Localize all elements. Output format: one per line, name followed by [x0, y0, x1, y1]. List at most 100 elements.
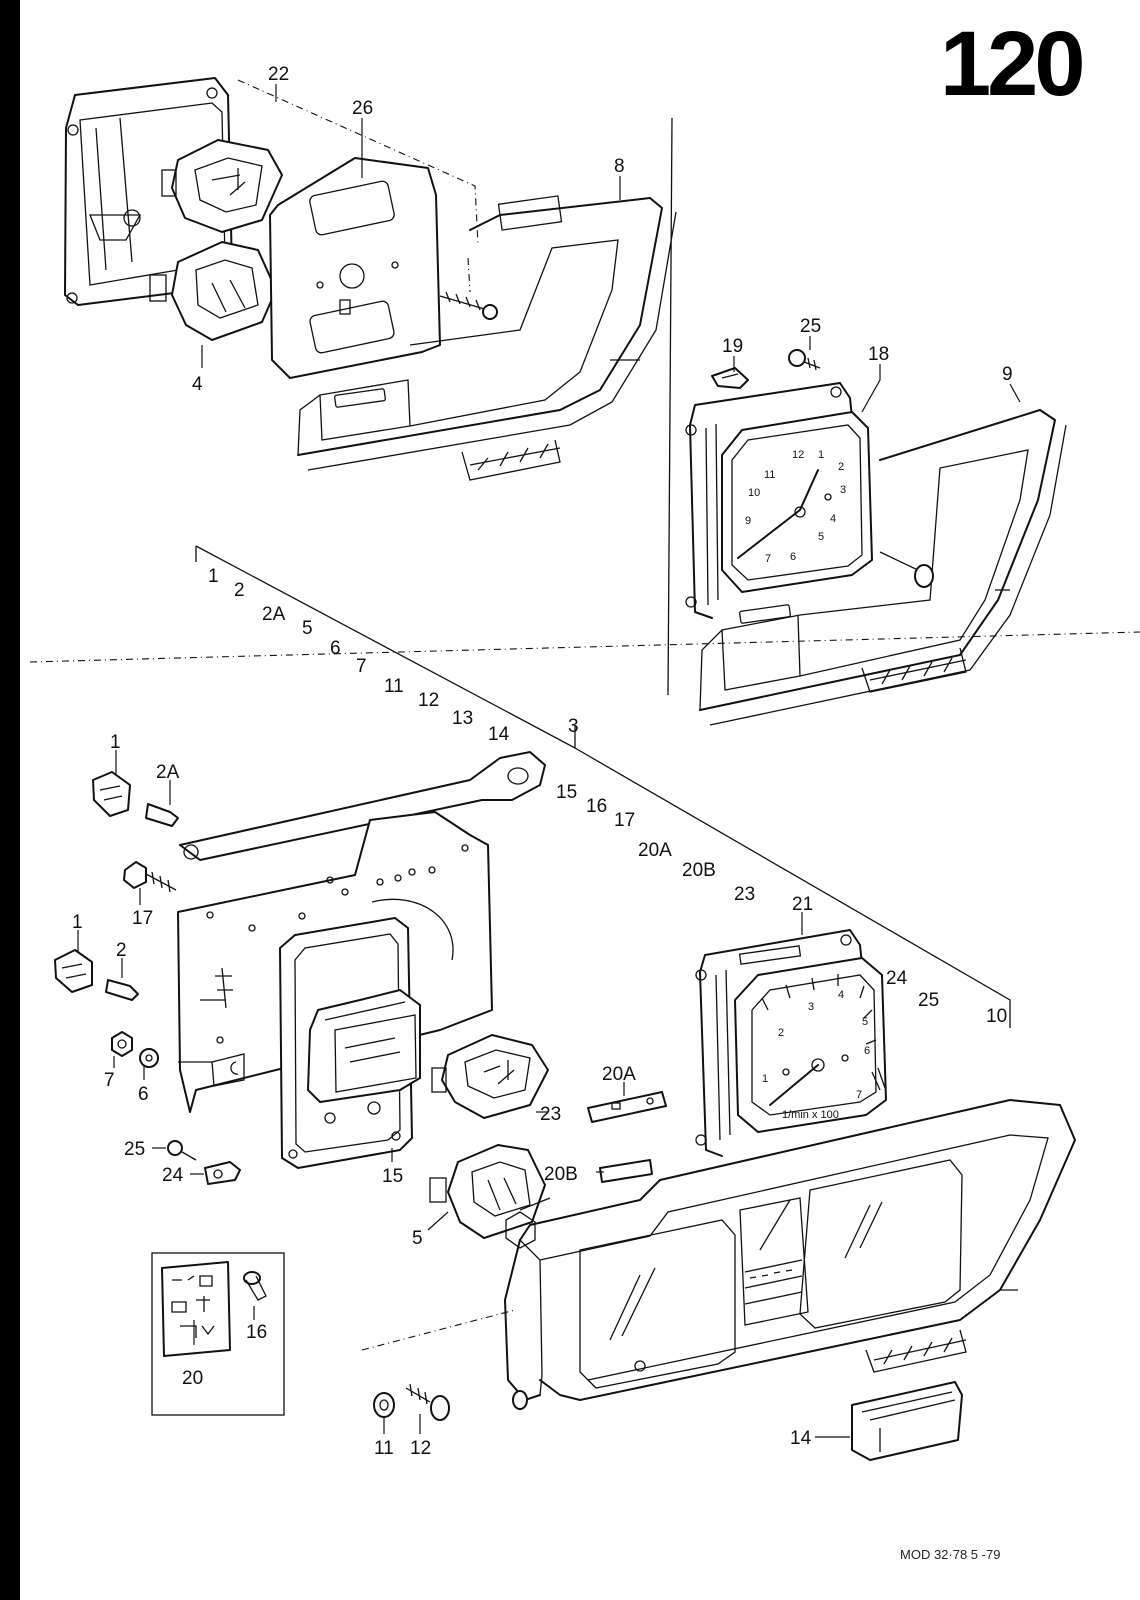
svg-text:20A: 20A [638, 840, 672, 861]
callout-15: 15 [382, 1166, 403, 1187]
svg-text:1: 1 [208, 566, 219, 587]
screw-25-lower [167, 1140, 197, 1161]
callout-20A: 20A [602, 1064, 636, 1085]
screw-25-top [788, 349, 821, 371]
cluster-housing-10 [504, 1099, 1076, 1410]
gauge-5 [429, 1144, 546, 1239]
callout-21: 21 [792, 894, 813, 915]
cluster-housing-9 [699, 409, 1067, 726]
svg-text:1: 1 [818, 449, 824, 461]
callout-8: 8 [614, 156, 625, 177]
bulb-2 [105, 979, 139, 1001]
top-right-assembly: 12 1 2 3 4 5 6 7 9 10 11 [685, 349, 1067, 726]
label-20A [587, 1091, 667, 1123]
callout-1a: 1 [110, 732, 121, 753]
svg-text:11: 11 [764, 469, 775, 481]
sequence-labels: 1 2 2A 5 6 7 11 12 13 14 3 15 16 17 20A … [208, 566, 939, 1011]
callout-16: 16 [246, 1322, 267, 1343]
nut-7 [111, 1031, 133, 1057]
screw-axis [361, 1309, 516, 1351]
callout-leaders-top [201, 84, 1021, 413]
svg-text:6: 6 [790, 551, 796, 563]
callout-9: 9 [1002, 364, 1013, 385]
tachometer-unit: 1/min x 100 [782, 1109, 839, 1121]
svg-text:17: 17 [614, 810, 635, 831]
callout-18: 18 [868, 344, 889, 365]
callout-26: 26 [352, 98, 373, 119]
washer-11 [373, 1392, 395, 1418]
svg-text:2: 2 [234, 580, 245, 601]
clock-18: 12 1 2 3 4 5 6 7 9 10 11 [721, 411, 873, 593]
callout-4: 4 [192, 374, 203, 395]
svg-text:2A: 2A [262, 604, 286, 625]
sequence-leader [195, 545, 1011, 1028]
svg-text:3: 3 [568, 716, 579, 737]
gauge-housing-lower-4 [149, 241, 277, 341]
bulb-2A [145, 803, 179, 827]
callout-22: 22 [268, 64, 289, 85]
tachometer-frame-21 [695, 929, 863, 1157]
gauge-frame-15 [279, 917, 421, 1169]
svg-text:20B: 20B [682, 860, 716, 881]
plate-holes [206, 844, 469, 1044]
terminal-24 [204, 1161, 241, 1185]
svg-text:9: 9 [745, 515, 751, 527]
washer-6 [139, 1048, 159, 1068]
svg-text:10: 10 [748, 487, 760, 499]
svg-text:12: 12 [792, 449, 804, 461]
svg-text:6: 6 [864, 1045, 870, 1057]
tachometer-numerals: 1 2 3 4 5 6 7 [762, 989, 870, 1101]
callout-20: 20 [182, 1368, 203, 1389]
lower-assembly: 1 2 3 4 5 6 7 1/min x 100 [54, 84, 1076, 1461]
page-number: 120 [940, 13, 1082, 115]
circuit-board-26 [269, 157, 441, 379]
svg-text:3: 3 [840, 484, 846, 496]
top-left-assembly [64, 77, 677, 481]
screw-17 [123, 861, 177, 893]
footer-reference: MOD 32·78 5 -79 [900, 1547, 1000, 1562]
svg-text:5: 5 [302, 618, 313, 639]
gauge-housing-upper [161, 139, 283, 233]
callout-10: 10 [986, 1006, 1007, 1027]
screw-12 [405, 1383, 450, 1421]
conductor-strip-13 [179, 751, 546, 861]
callout-2: 2 [116, 940, 127, 961]
svg-text:7: 7 [765, 553, 771, 565]
svg-text:25: 25 [918, 990, 939, 1011]
callout-17: 17 [132, 908, 153, 929]
svg-text:24: 24 [886, 968, 908, 989]
callout-7: 7 [104, 1070, 115, 1091]
svg-text:3: 3 [808, 1001, 814, 1013]
callout-20B: 20B [544, 1164, 578, 1185]
svg-text:11: 11 [384, 676, 404, 697]
gauge-23 [431, 1034, 549, 1119]
callout-11: 11 [374, 1438, 394, 1459]
svg-text:23: 23 [734, 884, 755, 905]
screw-top-left [439, 291, 498, 320]
callout-1b: 1 [72, 912, 83, 933]
svg-text:7: 7 [356, 656, 367, 677]
svg-text:2: 2 [778, 1027, 784, 1039]
callout-leaders-lower [77, 750, 850, 1438]
callout-labels: 22 26 8 4 19 25 18 9 1 2 2A 5 6 7 11 12 … [72, 64, 1013, 1459]
svg-text:5: 5 [818, 531, 824, 543]
svg-text:7: 7 [856, 1089, 862, 1101]
callout-6: 6 [138, 1084, 149, 1105]
callout-19: 19 [722, 336, 743, 357]
cluster-housing-8 [297, 195, 677, 481]
svg-text:2: 2 [838, 461, 844, 473]
svg-text:4: 4 [838, 989, 844, 1001]
svg-text:12: 12 [418, 690, 439, 711]
callout-2A: 2A [156, 762, 180, 783]
clock-numerals: 12 1 2 3 4 5 6 7 9 10 11 [745, 449, 846, 565]
callout-25-lower: 25 [124, 1139, 145, 1160]
divider-vertical [667, 117, 673, 696]
callout-14: 14 [790, 1428, 812, 1449]
svg-text:16: 16 [586, 796, 607, 817]
left-margin-bar [0, 0, 20, 1600]
callout-5: 5 [412, 1228, 423, 1249]
svg-text:4: 4 [830, 513, 836, 525]
clip-19 [711, 367, 749, 389]
bulb-holder-1a [92, 771, 131, 817]
